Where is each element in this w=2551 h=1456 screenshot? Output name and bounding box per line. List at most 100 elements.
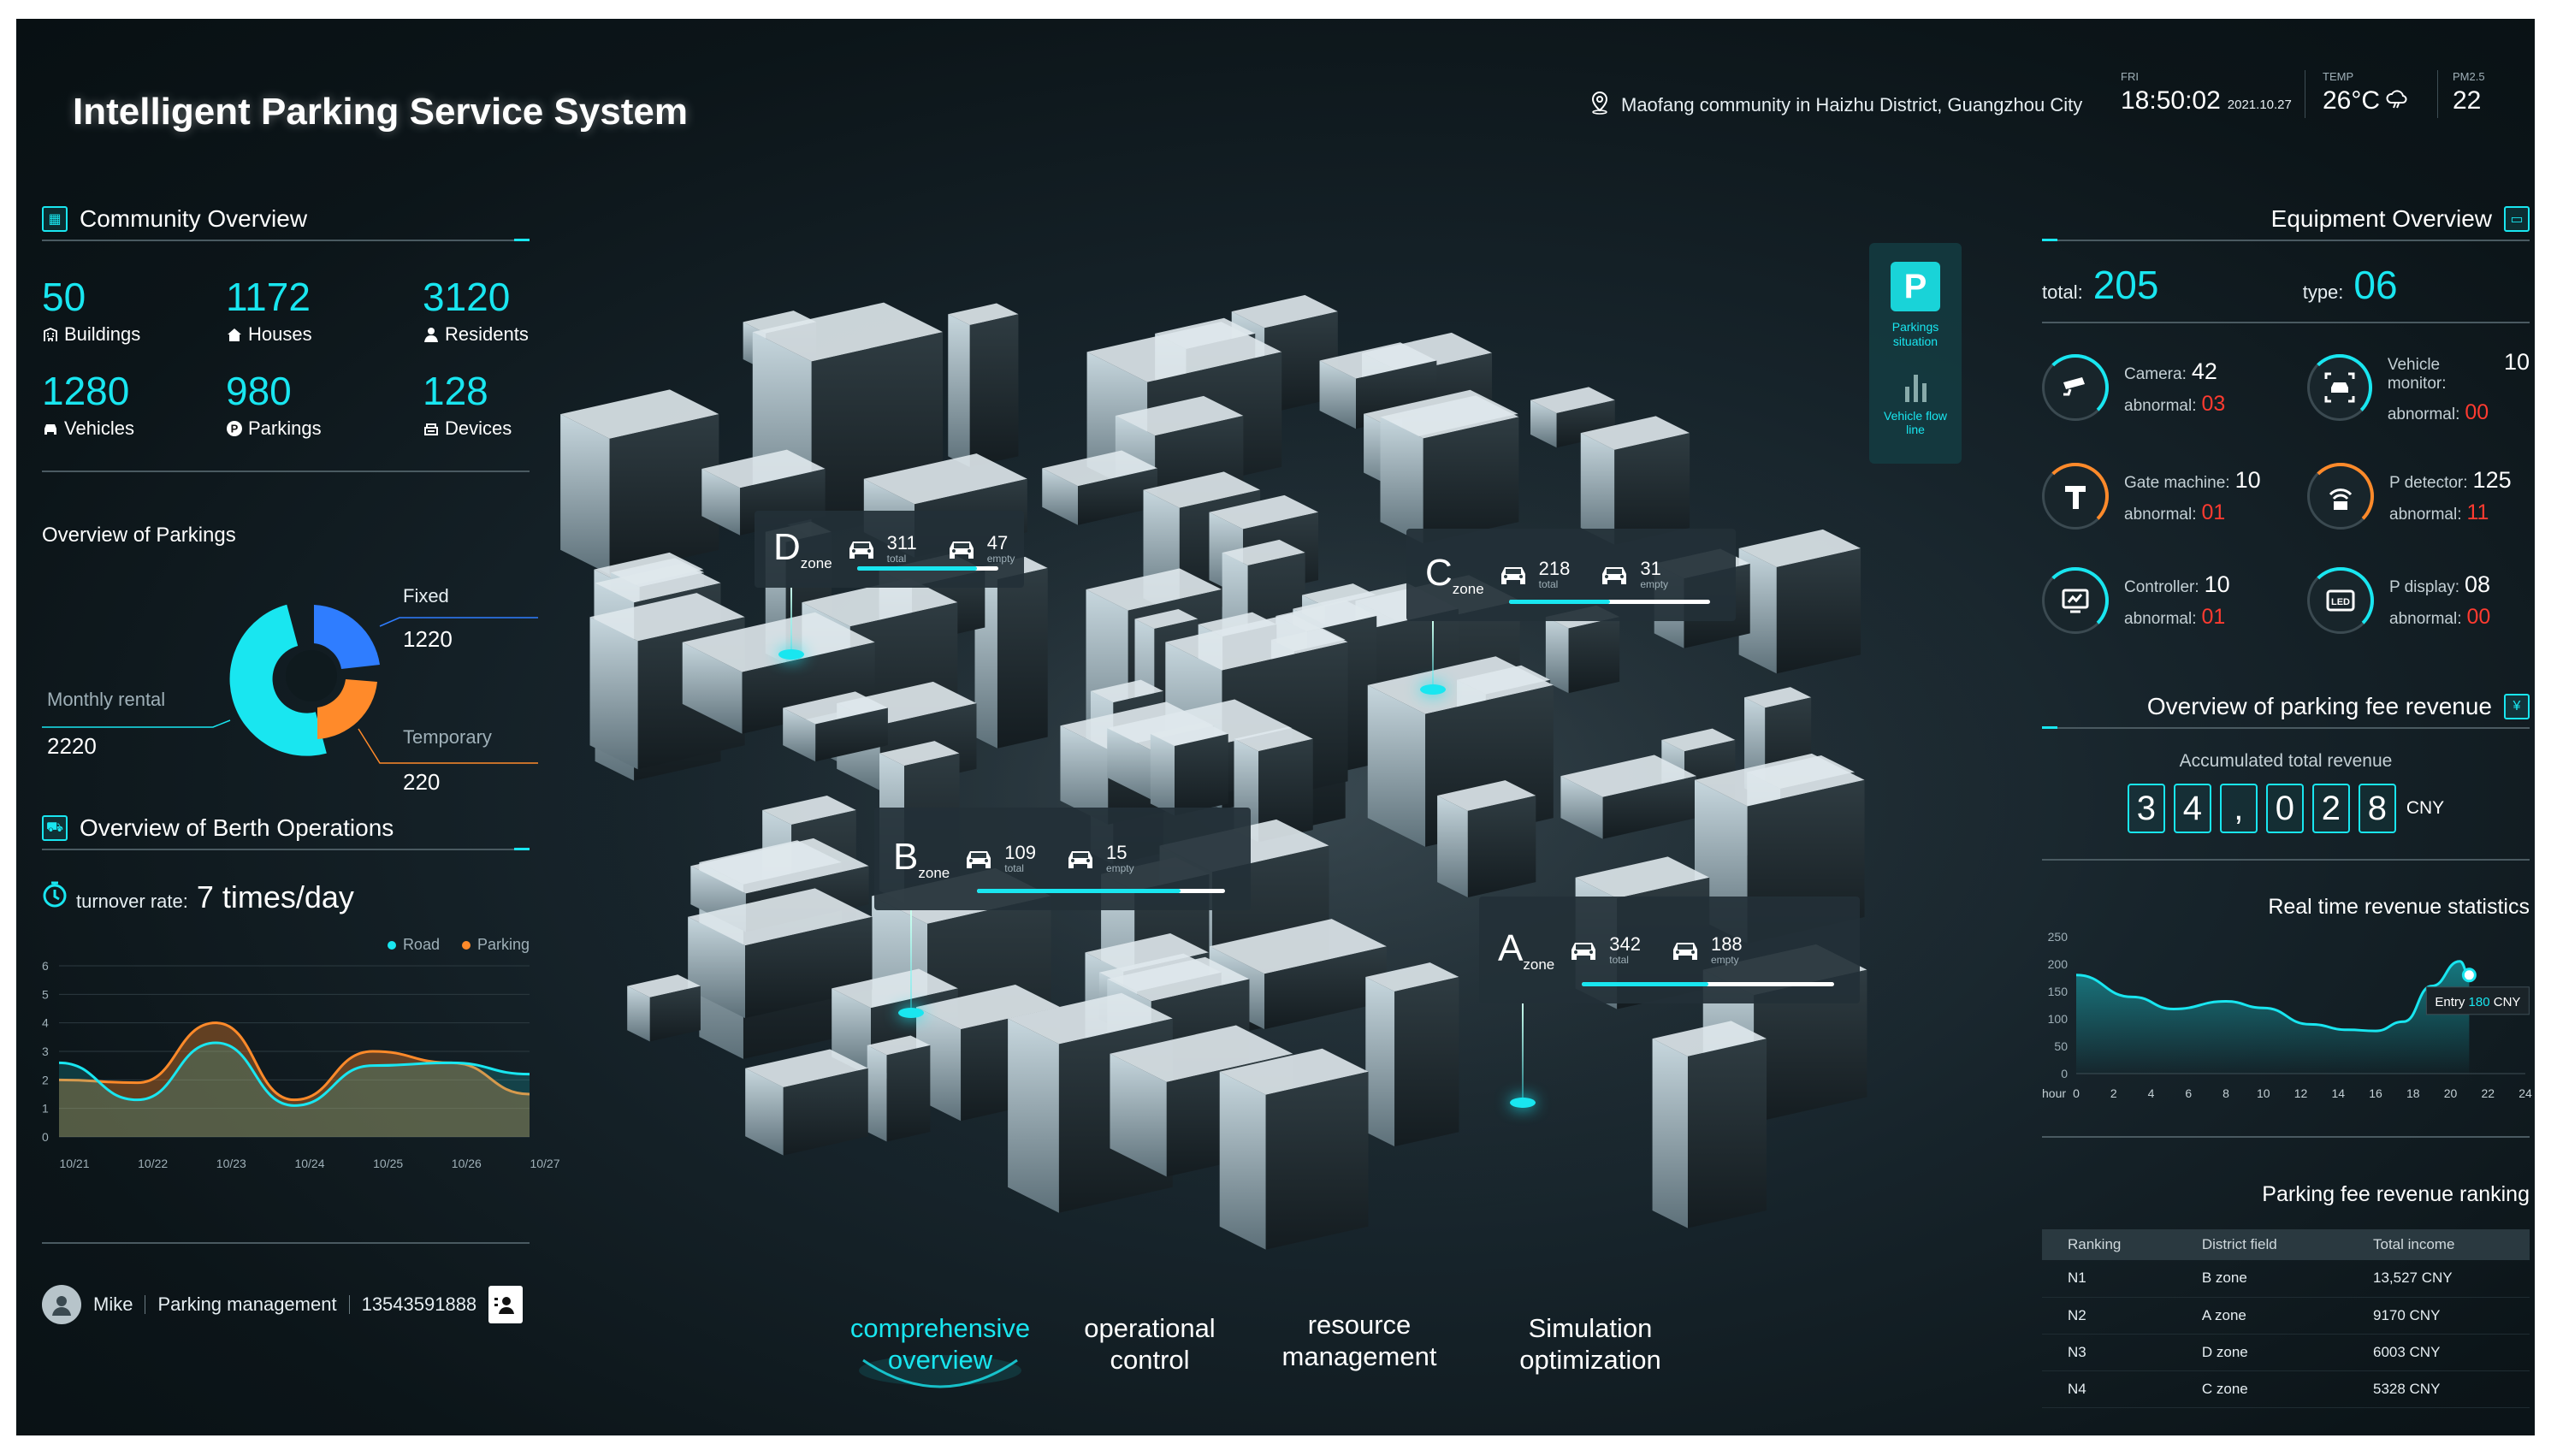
building-roof — [1222, 539, 1305, 566]
zone-total-label: total — [1004, 862, 1024, 874]
divider — [2042, 1136, 2530, 1138]
building-face — [589, 617, 638, 770]
zone-pin-dot[interactable] — [1420, 684, 1446, 695]
building-side — [1423, 417, 1519, 544]
equipment-overview-header: Equipment Overview ▭ — [2042, 198, 2530, 241]
building-roof — [690, 837, 869, 894]
stat-label: Houses — [226, 323, 423, 346]
x-tick-label: 2 — [2110, 1086, 2117, 1100]
building-roof — [595, 563, 721, 603]
bar-chart-icon[interactable] — [1898, 368, 1932, 402]
avatar[interactable] — [42, 1285, 81, 1324]
series-line-road — [58, 1041, 530, 1107]
nav-tab-2[interactable]: operational control — [1084, 1313, 1216, 1376]
divider — [2437, 70, 2438, 118]
equipment-item[interactable]: Controller:10 abnormal:01 — [2042, 567, 2307, 634]
temporary-label: Temporary — [403, 726, 492, 748]
community-overview-header: ▦ Community Overview — [42, 198, 530, 241]
zone-sub: zone — [918, 864, 950, 881]
equipment-value: 125 — [2472, 467, 2512, 493]
car-icon: ⛟ — [42, 815, 68, 841]
zone-total-value: 311 — [886, 532, 917, 553]
building-face — [1437, 796, 1468, 898]
building-roof — [1086, 568, 1222, 611]
equipment-abnormal-row: abnormal:01 — [2124, 605, 2230, 630]
zone-sub: zone — [1523, 956, 1555, 973]
building-face — [1110, 1053, 1167, 1177]
parking-icon: P — [226, 420, 243, 437]
column-header: Ranking — [2042, 1229, 2176, 1260]
abnormal-value: 00 — [2465, 400, 2489, 424]
y-tick-label: 200 — [2048, 957, 2069, 971]
cloud-rain-icon — [2385, 89, 2407, 114]
parkings-overview-title: Overview of Parkings — [42, 524, 236, 547]
building-face — [1560, 776, 1603, 839]
building-roof — [1367, 656, 1554, 714]
stat-value: 50 — [42, 275, 86, 319]
zone-pin-line — [910, 910, 912, 1013]
building-face — [682, 642, 743, 734]
equipment-value: 10 — [2503, 349, 2530, 375]
building-roof — [1008, 992, 1173, 1045]
stat-label: Buildings — [42, 323, 226, 346]
stat-label-text: Parkings — [248, 417, 322, 439]
berth-operations-header: ⛟ Overview of Berth Operations — [42, 808, 530, 850]
temp-value: 26°C — [2323, 86, 2381, 115]
turnover-row: turnover rate: 7 times/day — [42, 879, 530, 915]
empty-car-icon — [946, 537, 977, 561]
x-tick-label: 10/24 — [294, 1157, 324, 1170]
zone-pin-dot[interactable] — [898, 1008, 924, 1018]
zone-pin-dot[interactable] — [1510, 1098, 1536, 1108]
device-icon — [423, 420, 440, 437]
vehicle-flow-label[interactable]: Vehicle flow line — [1884, 408, 1947, 437]
y-tick-label: 100 — [2048, 1012, 2069, 1026]
nav-tab-4[interactable]: Simulation optimization — [1519, 1313, 1661, 1376]
nav-tab-1[interactable]: comprehensive overview — [849, 1313, 1031, 1376]
legend-parking-label: Parking — [476, 936, 530, 953]
zone-pin-dot[interactable] — [778, 649, 804, 660]
donut-slice-temporary — [317, 679, 377, 739]
location-box: Maofang community in Haizhu District, Gu… — [1589, 91, 2082, 119]
parkings-overview-panel: Overview of Parkings Fixed 1220 Monthly … — [42, 524, 538, 795]
equipment-overview-panel: Equipment Overview ▭ total: 205 type: 06… — [2042, 198, 2530, 634]
zone-pin-line — [1522, 1003, 1524, 1103]
parking-situation-label[interactable]: Parkings situation — [1891, 320, 1939, 348]
building-roof — [589, 593, 745, 642]
building-roof — [1143, 471, 1261, 508]
equipment-value: 10 — [2204, 571, 2230, 597]
building-roof — [745, 1049, 868, 1088]
equipment-count-row: Controller:10 — [2124, 571, 2230, 598]
accumulated-label: Accumulated total revenue — [2179, 751, 2393, 771]
car-icon — [1568, 938, 1599, 962]
building-roof — [1090, 679, 1163, 703]
contact-card-icon[interactable] — [488, 1286, 524, 1323]
building-roof — [1380, 395, 1519, 439]
stat-value: 3120 — [423, 275, 511, 319]
y-tick-label: 0 — [2061, 1067, 2068, 1080]
parking-p-icon[interactable]: P — [1891, 262, 1940, 311]
divider — [348, 1295, 350, 1314]
building-face — [832, 988, 872, 1077]
nav-tab-3[interactable]: resource management — [1281, 1310, 1437, 1372]
